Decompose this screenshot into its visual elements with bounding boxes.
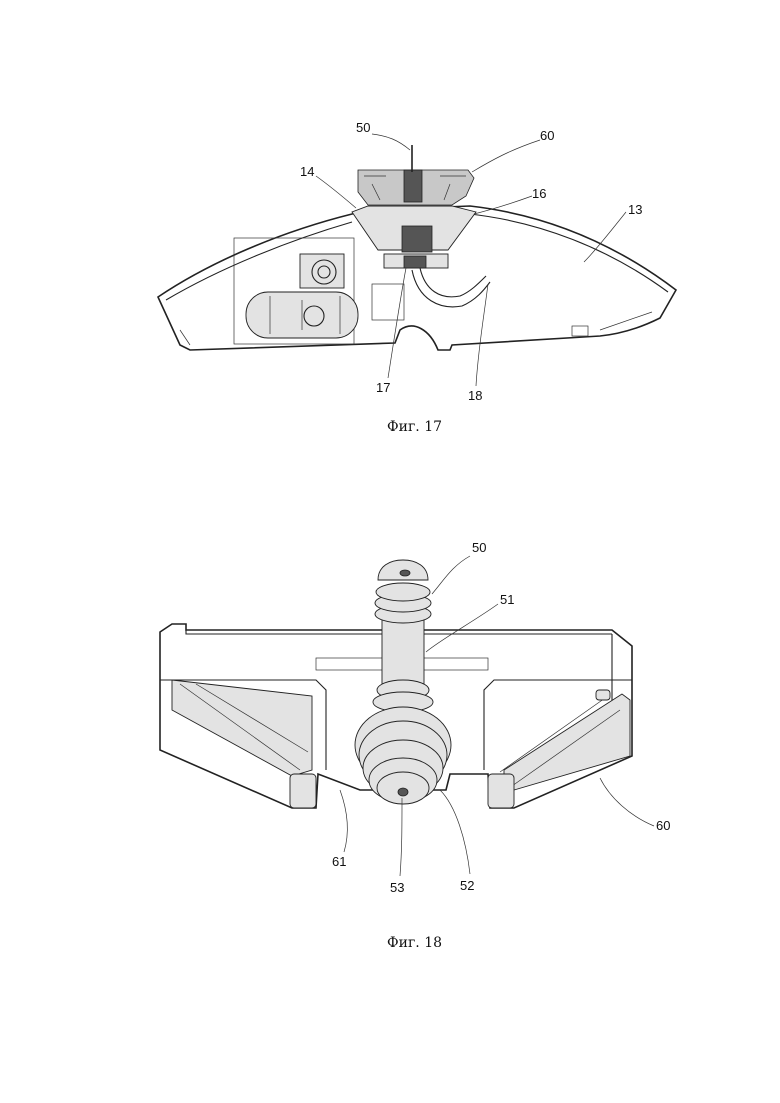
figure-18: 50 51 61 53 52 60 Фиг. 18: [160, 540, 670, 951]
motor: [300, 254, 344, 288]
right-wing: [504, 694, 630, 790]
outlet-53: [398, 788, 408, 796]
caption-fig-18: Фиг. 18: [387, 935, 442, 951]
label-53: 53: [390, 880, 404, 895]
label-60: 60: [656, 818, 670, 833]
label-52: 52: [460, 878, 474, 893]
label-50: 50: [472, 540, 486, 555]
fitting-core: [404, 170, 422, 202]
label-50: 50: [356, 120, 370, 135]
caption-fig-17: Фиг. 17: [387, 419, 442, 435]
label-51: 51: [500, 592, 514, 607]
label-61: 61: [332, 854, 346, 869]
label-17: 17: [376, 380, 390, 395]
label-18: 18: [468, 388, 482, 403]
label-14: 14: [300, 164, 314, 179]
figure-17: 50 60 14 16 13 17 18 Фиг. 17: [158, 120, 676, 435]
valve-body-16: [402, 226, 432, 252]
label-16: 16: [532, 186, 546, 201]
label-13: 13: [628, 202, 642, 217]
label-60: 60: [540, 128, 554, 143]
left-wing: [172, 680, 312, 776]
tube-18: [420, 268, 486, 297]
